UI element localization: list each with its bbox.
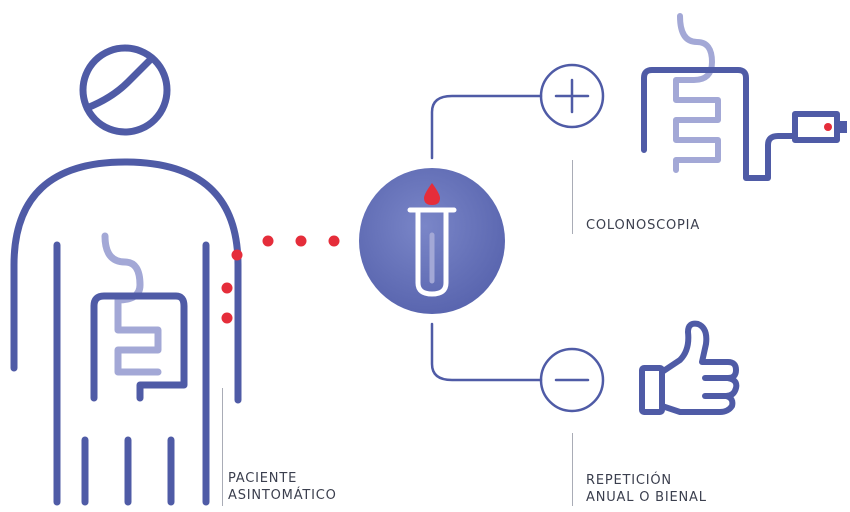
patient-label: PACIENTE ASINTOMÁTICO (228, 470, 337, 504)
thumbs-up-icon (639, 320, 740, 415)
person-shoulders (10, 158, 242, 404)
branch-positive (430, 94, 543, 160)
patient-label-line-1: PACIENTE (228, 471, 298, 486)
blood-test-tube-icon (359, 168, 505, 314)
blood-drop-icon (424, 183, 440, 205)
repeat-label-rule (572, 433, 573, 506)
patient-label-line-2: ASINTOMÁTICO (228, 488, 337, 503)
intestine-icon (90, 232, 188, 402)
colonoscope-icon (641, 13, 847, 181)
person-head (79, 44, 171, 136)
patient-label-rule (222, 388, 223, 506)
branch-connectors (430, 94, 543, 382)
blood-dots (221, 235, 340, 324)
scope-tip (837, 121, 847, 133)
repeat-label: REPETICIÓN ANUAL O BIENAL (586, 472, 707, 506)
tube-body (415, 207, 449, 297)
colonoscopy-label-line-1: COLONOSCOPIA (586, 218, 701, 233)
plus-circle-icon (539, 63, 605, 129)
person-outline-icon (10, 44, 242, 506)
repeat-label-line-1: REPETICIÓN (586, 473, 672, 488)
colonoscopy-label: COLONOSCOPIA (586, 217, 700, 234)
repeat-label-line-2: ANUAL O BIENAL (586, 490, 707, 505)
scope-light (824, 123, 832, 131)
branch-negative (430, 322, 543, 382)
person-hair (83, 56, 154, 112)
minus-circle-icon (539, 347, 605, 413)
colonoscopy-label-rule (572, 160, 573, 234)
